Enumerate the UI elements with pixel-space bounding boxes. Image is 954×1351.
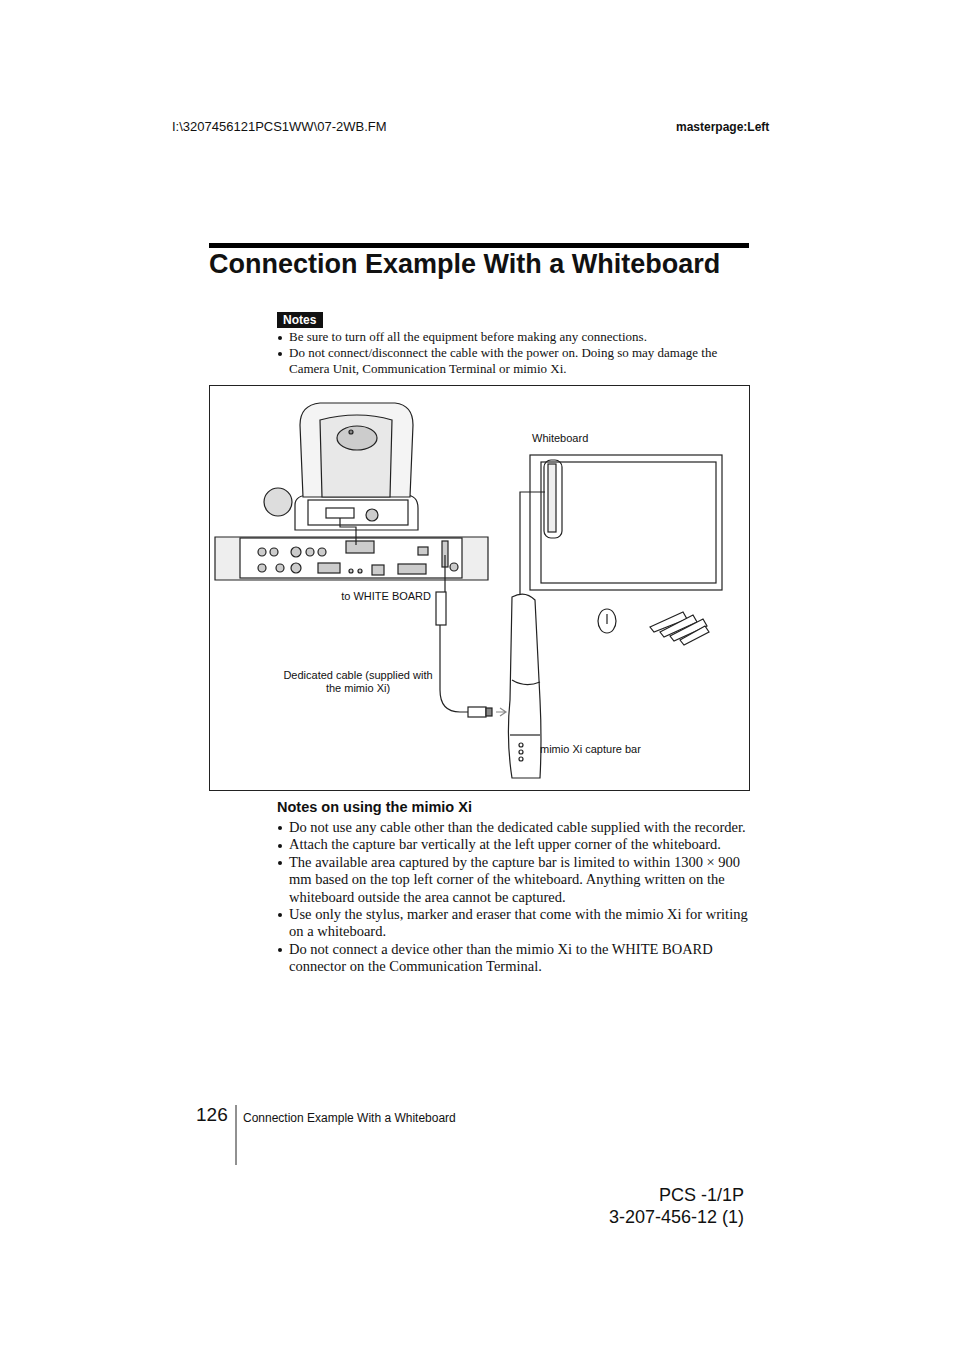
model-code: PCS -1/1P bbox=[544, 1185, 744, 1207]
file-path: I:\3207456121PCS1WW\07-2WB.FM bbox=[172, 119, 387, 135]
part-number: 3-207-456-12 (1) bbox=[544, 1207, 744, 1229]
whiteboard bbox=[530, 455, 722, 590]
notes-list: Be sure to turn off all the equipment be… bbox=[277, 329, 743, 377]
note-bullet: Be sure to turn off all the equipment be… bbox=[277, 329, 743, 345]
camera-unit bbox=[264, 403, 418, 530]
masterpage: masterpage:Left bbox=[676, 120, 769, 134]
footer-rule bbox=[236, 1105, 237, 1165]
footer-text: Connection Example With a Whiteboard bbox=[243, 1111, 456, 1125]
usage-bullet: Do not connect a device other than the m… bbox=[277, 941, 751, 976]
part-label: Whiteboard bbox=[532, 432, 588, 445]
section-heading: Notes on using the mimio Xi bbox=[277, 799, 472, 816]
tag-text: Notes bbox=[283, 313, 317, 327]
usage-notes-list: Do not use any cable other than the dedi… bbox=[277, 819, 751, 976]
part-label: Dedicated cable (supplied with the mimio… bbox=[282, 669, 434, 695]
page-title: Connection Example With a Whiteboard bbox=[209, 249, 720, 280]
usage-bullet: Attach the capture bar vertically at the… bbox=[277, 836, 751, 853]
eraser-and-styluses bbox=[598, 609, 709, 645]
title-rule bbox=[209, 243, 749, 248]
note-bullet: Do not connect/disconnect the cable with… bbox=[277, 345, 743, 377]
part-label: mimio Xi capture bar bbox=[540, 743, 641, 756]
figure-frame bbox=[210, 386, 750, 791]
communication-terminal bbox=[215, 537, 488, 580]
usage-bullet: Use only the stylus, marker and eraser t… bbox=[277, 906, 751, 941]
capture-bar bbox=[508, 594, 541, 778]
notes-tag: Notes bbox=[277, 312, 323, 328]
page-number: 126 bbox=[196, 1104, 228, 1127]
usage-bullet: The available area captured by the captu… bbox=[277, 854, 751, 906]
usage-bullet: Do not use any cable other than the dedi… bbox=[277, 819, 751, 836]
connector-label: to WHITE BOARD bbox=[280, 590, 431, 603]
plugs bbox=[436, 592, 506, 717]
